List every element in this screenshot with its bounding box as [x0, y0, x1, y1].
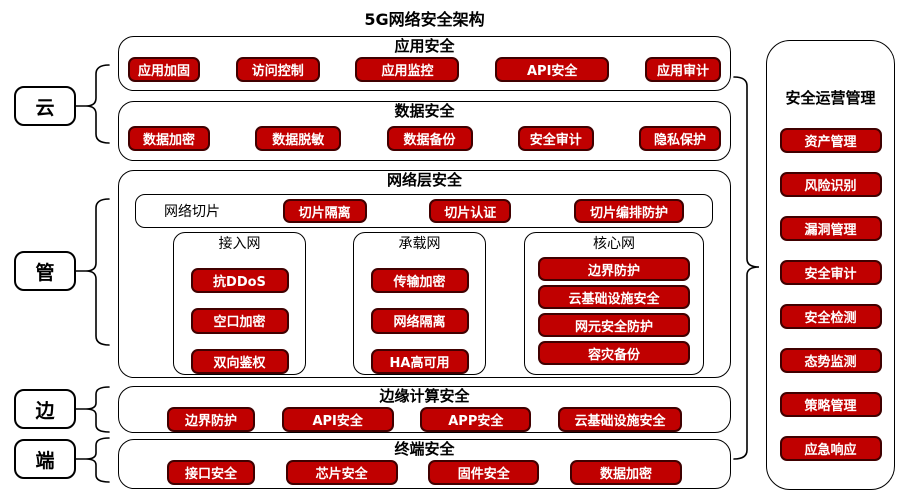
brace-ops [733, 76, 760, 460]
section-terminal-security: 终端安全 接口安全 芯片安全 固件安全 数据加密 [118, 439, 731, 489]
data-security-chips: 数据加密 数据脱敏 数据备份 安全审计 隐私保护 [119, 126, 730, 151]
security-chip: 安全审计 [517, 126, 594, 151]
security-chip: APP安全 [420, 407, 532, 432]
security-chip: 数据脱敏 [255, 126, 342, 151]
diagram-title: 5G网络安全架构 [364, 10, 485, 29]
side-label-cloud: 云 [14, 86, 76, 126]
security-chip: 云基础设施安全 [538, 285, 690, 309]
security-chip: 数据加密 [569, 460, 682, 485]
subnet-core-network: 核心网 边界防护 云基础设施安全 网元安全防护 容灾备份 [524, 232, 704, 375]
security-chip: 网络隔离 [370, 308, 469, 334]
security-chip: 切片隔离 [282, 199, 367, 223]
brace-edge [76, 386, 110, 433]
security-chip: 边界防护 [167, 407, 255, 432]
network-slice-box: 网络切片 切片隔离 切片认证 切片编排防护 [135, 194, 713, 228]
panel-security-operations: 安全运营管理 资产管理 风险识别 漏洞管理 安全审计 安全检测 态势监测 策略管… [766, 40, 895, 490]
ops-chips: 资产管理 风险识别 漏洞管理 安全审计 安全检测 态势监测 策略管理 应急响应 [779, 128, 882, 461]
security-chip: 隐私保护 [639, 126, 721, 151]
security-chip: 安全检测 [779, 304, 882, 329]
brace-pipe [76, 198, 110, 346]
security-chip: 应急响应 [779, 436, 882, 461]
security-chip: 资产管理 [779, 128, 882, 153]
section-network-security: 网络层安全 网络切片 切片隔离 切片认证 切片编排防护 接入网 抗DDoS 空口… [118, 170, 731, 378]
security-chip: 网元安全防护 [538, 313, 690, 337]
side-label-cloud-text: 云 [35, 96, 55, 119]
security-chip: 应用审计 [644, 57, 721, 82]
security-chip: 容灾备份 [538, 341, 690, 365]
security-chip: 芯片安全 [285, 460, 398, 485]
terminal-security-chips: 接口安全 芯片安全 固件安全 数据加密 [119, 460, 730, 485]
subnet-access-network: 接入网 抗DDoS 空口加密 双向鉴权 [173, 232, 306, 375]
security-chip: 数据备份 [386, 126, 473, 151]
subnet-title: 接入网 [218, 236, 261, 252]
security-chip: 切片认证 [429, 199, 512, 223]
app-security-chips: 应用加固 访问控制 应用监控 API安全 应用审计 [119, 57, 730, 82]
security-chip: 双向鉴权 [190, 348, 289, 374]
security-chip: 应用监控 [355, 57, 460, 82]
section-title: 终端安全 [394, 440, 455, 458]
subnet-title: 核心网 [593, 236, 635, 252]
security-chip: 云基础设施安全 [557, 407, 682, 432]
security-chip: 切片编排防护 [573, 199, 684, 223]
security-chip: 抗DDoS [190, 268, 289, 294]
ops-panel-title: 安全运营管理 [785, 89, 876, 107]
section-app-security: 应用安全 应用加固 访问控制 应用监控 API安全 应用审计 [118, 36, 731, 91]
section-title: 数据安全 [394, 102, 455, 120]
security-chip: 接口安全 [167, 460, 255, 485]
security-chip: HA高可用 [370, 348, 469, 374]
security-chip: 策略管理 [779, 392, 882, 417]
side-label-pipe: 管 [14, 251, 76, 291]
security-chip: 安全审计 [779, 260, 882, 285]
security-chip: 固件安全 [428, 460, 540, 485]
section-title: 网络层安全 [386, 171, 462, 189]
side-label-pipe-text: 管 [35, 261, 55, 284]
side-label-terminal: 端 [14, 439, 76, 479]
section-data-security: 数据安全 数据加密 数据脱敏 数据备份 安全审计 隐私保护 [118, 101, 731, 161]
section-title: 边缘计算安全 [379, 387, 470, 405]
security-chip: 空口加密 [190, 308, 289, 334]
security-chip: 访问控制 [235, 57, 320, 82]
network-slice-label: 网络切片 [164, 204, 220, 220]
side-label-terminal-text: 端 [35, 449, 55, 472]
side-label-edge-text: 边 [35, 399, 55, 422]
subnet-title: 承载网 [398, 236, 441, 252]
brace-cloud [76, 64, 110, 144]
security-chip: 传输加密 [370, 268, 469, 294]
section-edge-computing-security: 边缘计算安全 边界防护 API安全 APP安全 云基础设施安全 [118, 386, 731, 433]
side-label-edge: 边 [14, 389, 76, 429]
security-chip: API安全 [281, 407, 394, 432]
section-title: 应用安全 [394, 37, 455, 55]
security-chip: 风险识别 [779, 172, 882, 197]
security-chip: 数据加密 [128, 126, 210, 151]
security-chip: 漏洞管理 [779, 216, 882, 241]
security-chip: 边界防护 [538, 257, 690, 281]
subnet-bearer-network: 承载网 传输加密 网络隔离 HA高可用 [353, 232, 486, 375]
security-chip: 态势监测 [779, 348, 882, 373]
security-chip: API安全 [495, 57, 610, 82]
security-chip: 应用加固 [128, 57, 201, 82]
edge-security-chips: 边界防护 API安全 APP安全 云基础设施安全 [119, 407, 730, 432]
brace-terminal [76, 437, 110, 483]
